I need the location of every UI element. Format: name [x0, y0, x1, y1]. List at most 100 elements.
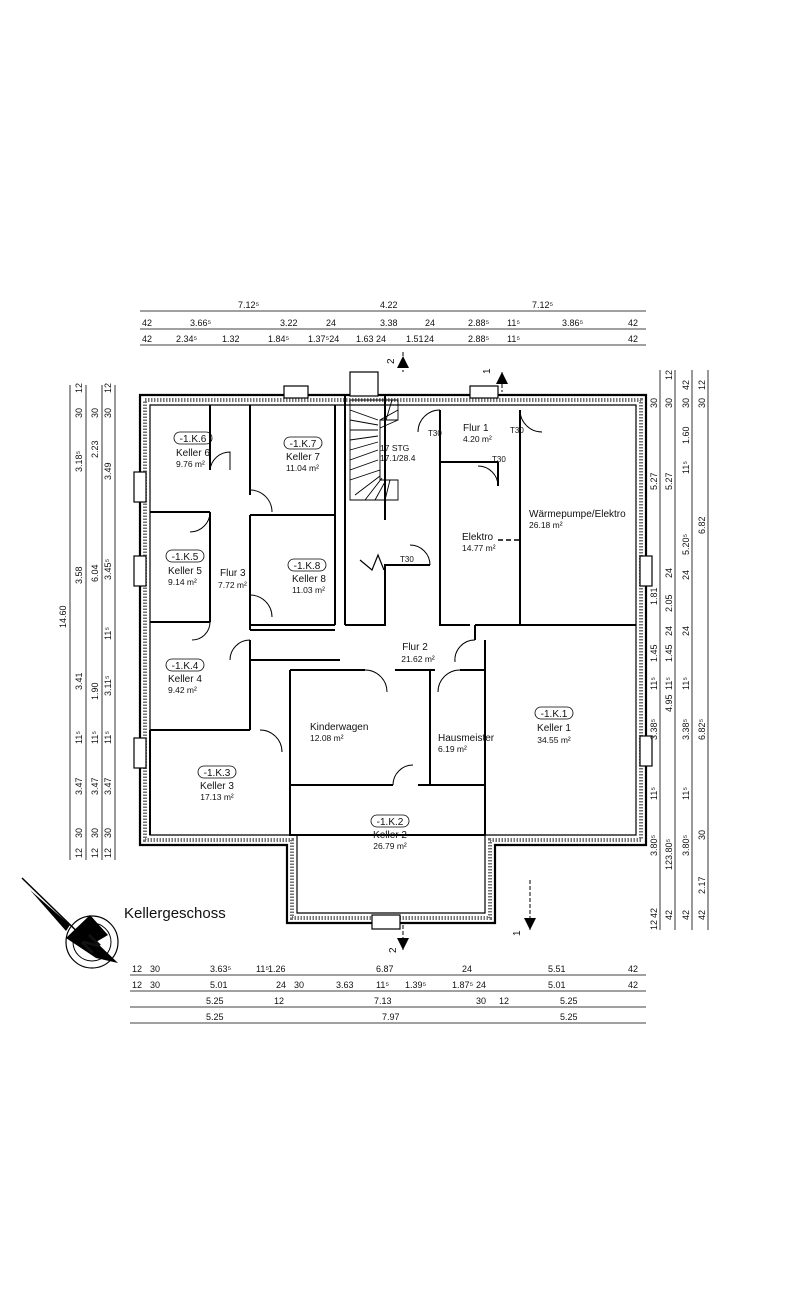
room-name: Flur 1 [463, 423, 489, 434]
svg-text:24: 24 [376, 334, 386, 344]
stair-count: 17 STG [380, 443, 409, 453]
svg-text:24: 24 [326, 318, 336, 328]
room-name: Keller 7 [286, 452, 320, 463]
svg-text:5.51: 5.51 [548, 964, 566, 974]
svg-text:11⁵: 11⁵ [649, 787, 659, 800]
svg-text:12: 12 [499, 996, 509, 1006]
svg-text:1.32: 1.32 [222, 334, 240, 344]
room-tag: -1.K.2 [377, 817, 404, 828]
svg-text:30: 30 [103, 828, 113, 838]
svg-text:1.26: 1.26 [268, 964, 286, 974]
window-left-2 [133, 555, 147, 587]
window-bottom [371, 914, 401, 930]
room-area: 4.20 m² [463, 434, 492, 444]
section-arrow-icon [524, 918, 536, 930]
section-arrow-icon [397, 938, 409, 950]
svg-text:24: 24 [424, 334, 434, 344]
svg-text:11⁵: 11⁵ [507, 334, 520, 344]
section-number: 2 [388, 947, 399, 953]
svg-text:2.05: 2.05 [664, 594, 674, 612]
svg-text:1.51: 1.51 [406, 334, 424, 344]
room-tag: -1.K.7 [290, 439, 317, 450]
room-tag-frame [287, 558, 327, 572]
svg-text:3.63⁵: 3.63⁵ [210, 964, 232, 974]
svg-text:30: 30 [697, 398, 707, 408]
door-label-t30: T30 [492, 455, 506, 464]
dim-top: 7.12⁵ 4.22 7.12⁵ 42 3.66⁵ 3.22 24 3.38 2… [142, 300, 638, 344]
svg-text:2.17: 2.17 [697, 876, 707, 894]
window-top-right [469, 385, 499, 399]
room-area: 26.18 m² [529, 520, 563, 530]
svg-text:7.13: 7.13 [374, 996, 392, 1006]
svg-text:1.81: 1.81 [649, 587, 659, 605]
room-tag-frame [534, 706, 574, 720]
svg-text:3.38⁵: 3.38⁵ [649, 718, 659, 740]
svg-text:1.45: 1.45 [649, 644, 659, 662]
outer-wall [138, 393, 648, 925]
room-keller6: -1.K.6 Keller 6 9.76 m² [173, 431, 213, 469]
room-keller7: -1.K.7 Keller 7 11.04 m² [283, 436, 323, 473]
room-kinderwagen: Kinderwagen 12.08 m² [310, 722, 368, 743]
room-area: 17.13 m² [200, 792, 234, 802]
svg-text:1.45: 1.45 [664, 644, 674, 662]
svg-text:1.90: 1.90 [90, 682, 100, 700]
window-left-1 [133, 471, 147, 503]
room-name: Keller 4 [168, 674, 202, 685]
stair-ratio: 17.1/28.4 [380, 453, 416, 463]
svg-text:12: 12 [103, 848, 113, 858]
svg-text:3.66⁵: 3.66⁵ [190, 318, 212, 328]
dim-left: 14.60 12 30 3.18⁵ 3.58 3.41 11⁵ 3.47 30 … [58, 383, 113, 858]
room-name: Kinderwagen [310, 722, 368, 733]
room-flur3: Flur 3 7.72 m² [218, 568, 247, 590]
outer-wall-inner [149, 404, 637, 914]
room-flur2: Flur 2 21.62 m² [401, 642, 435, 664]
stair-core-wall [344, 395, 430, 626]
svg-text:12: 12 [74, 848, 84, 858]
room-name: Keller 6 [176, 448, 210, 459]
stair [349, 399, 399, 571]
window-left-3 [133, 737, 147, 769]
svg-text:14.60: 14.60 [58, 605, 68, 628]
svg-text:2.34⁵: 2.34⁵ [176, 334, 198, 344]
svg-text:3.22: 3.22 [280, 318, 298, 328]
plan-title: Kellergeschoss [124, 905, 226, 922]
svg-text:12: 12 [697, 380, 707, 390]
svg-text:3.80⁵: 3.80⁵ [681, 834, 691, 856]
svg-text:3.38: 3.38 [380, 318, 398, 328]
svg-text:1.87⁵: 1.87⁵ [452, 980, 474, 990]
svg-text:3.47: 3.47 [103, 777, 113, 795]
svg-text:30: 30 [476, 996, 486, 1006]
section-marker-2: 2 2 [386, 352, 409, 953]
svg-text:42: 42 [697, 910, 707, 920]
room-tag-frame [173, 431, 213, 445]
room-tag: -1.K.8 [294, 561, 321, 572]
svg-text:11⁵: 11⁵ [256, 964, 269, 974]
svg-text:2.23: 2.23 [90, 440, 100, 458]
door-label-t30: T30 [428, 429, 442, 438]
room-tag-frame [165, 658, 205, 672]
svg-text:11⁵: 11⁵ [681, 461, 691, 474]
room-name: Wärmepumpe/Elektro [529, 509, 626, 520]
room-tag-frame [197, 765, 237, 779]
room-area: 34.55 m² [537, 735, 571, 745]
svg-text:24: 24 [664, 568, 674, 578]
svg-text:3.45⁵: 3.45⁵ [103, 558, 113, 580]
svg-text:3.38⁵: 3.38⁵ [681, 718, 691, 740]
room-name: Keller 8 [292, 574, 326, 585]
svg-text:30: 30 [681, 398, 691, 408]
room-name: Flur 2 [402, 642, 428, 653]
room-elektro: Elektro 14.77 m² [462, 532, 496, 553]
svg-text:1.37⁵24: 1.37⁵24 [308, 334, 339, 344]
svg-text:11⁵: 11⁵ [681, 677, 691, 690]
svg-text:5.01: 5.01 [548, 980, 566, 990]
svg-text:30: 30 [74, 828, 84, 838]
dim-right: 30 5.27 1.81 1.45 11⁵ 3.38⁵ 11⁵ 3.80⁵ 42… [649, 370, 707, 930]
svg-text:42: 42 [142, 334, 152, 344]
svg-text:30: 30 [103, 408, 113, 418]
svg-text:3.41: 3.41 [74, 672, 84, 690]
section-marker-1: 1 1 [482, 368, 536, 936]
svg-text:30: 30 [649, 398, 659, 408]
svg-text:42: 42 [142, 318, 152, 328]
doors [189, 409, 543, 786]
svg-text:4.95: 4.95 [664, 694, 674, 712]
